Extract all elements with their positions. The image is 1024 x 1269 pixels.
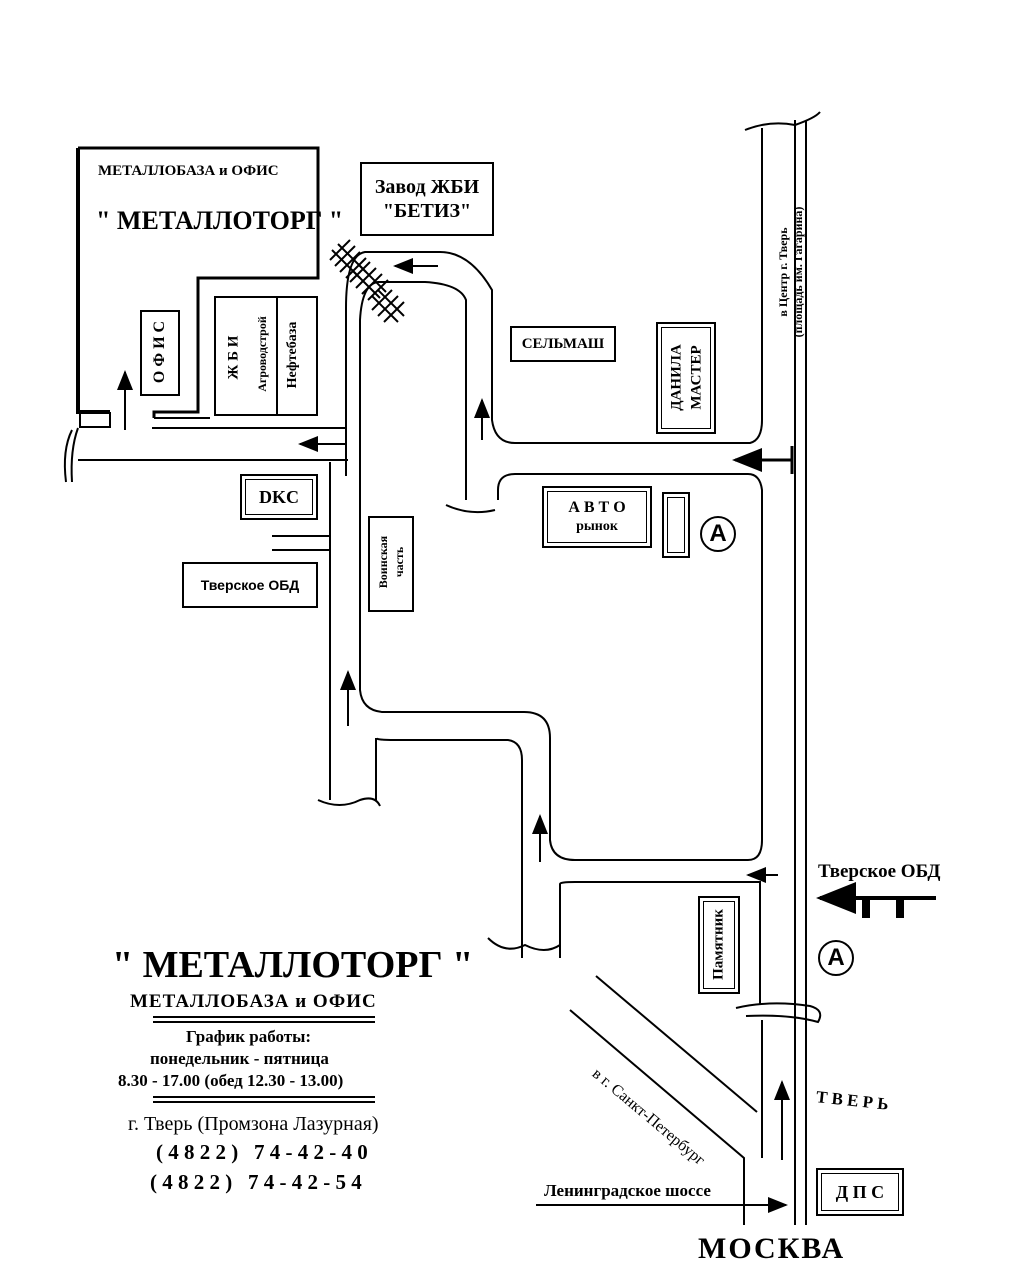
schedule-days: понедельник - пятница	[150, 1049, 329, 1068]
dps-label: Д П С	[835, 1182, 885, 1202]
ofis-box	[140, 310, 180, 396]
neftebaza-label: Нефтебаза	[285, 321, 300, 389]
zavod-label: Завод ЖБИ	[374, 176, 480, 198]
tverskoe-obd-right-label: Тверское ОБД	[818, 861, 941, 882]
tver-center-label: в Центр г. Тверь	[776, 227, 790, 317]
leningradskoe-label: Ленинградское шоссе	[544, 1181, 711, 1200]
metallobaza-title: МЕТАЛЛОБАЗА и ОФИС	[98, 163, 279, 179]
chast-label: часть	[392, 546, 406, 578]
tverskoe-obd-left-box: Тверское ОБД	[182, 562, 318, 608]
selmash-label: СЕЛЬМАШ	[521, 335, 605, 352]
tverskoe-obd-left-label: Тверское ОБД	[200, 577, 300, 593]
ofis-label: О Ф И С	[151, 320, 168, 384]
phone-1: ( 4 8 2 2 ) 7 4 - 4 2 - 4 0	[156, 1140, 368, 1164]
zavod-box: Завод ЖБИ "БЕТИЗ"	[360, 162, 494, 236]
gate-left	[79, 412, 111, 428]
pamyatnik-label: Памятник	[710, 909, 727, 980]
master-label: МАСТЕР	[688, 345, 705, 410]
dkc-box: DKC	[240, 474, 318, 520]
avtorynok-box: А В Т О рынок	[542, 486, 652, 548]
agrovodstroy-label: Агроводстрой	[255, 316, 269, 392]
dps-box: Д П С	[816, 1168, 904, 1216]
voinskaya-label: Воинская	[376, 535, 390, 589]
avto-label: А В Т О	[568, 499, 626, 516]
rynok-label: рынок	[576, 519, 618, 534]
kiosk-box	[662, 492, 690, 558]
betiz-label: "БЕТИЗ"	[382, 200, 472, 222]
metallotorg-title: " МЕТАЛЛОТОРГ "	[96, 206, 344, 235]
schedule-hours: 8.30 - 17.00 (обед 12.30 - 13.00)	[118, 1071, 344, 1090]
schedule-title: График работы:	[186, 1027, 312, 1046]
legend-subtitle: МЕТАЛЛОБАЗА и ОФИС	[130, 991, 377, 1012]
danila-box	[656, 322, 716, 434]
gagarin-square-label: (площадь им. Гагарина)	[791, 206, 805, 338]
address: г. Тверь (Промзона Лазурная)	[128, 1113, 379, 1135]
moskva-label: МОСКВА	[698, 1232, 846, 1265]
bus-stop-icon: A	[700, 516, 736, 552]
zhbi-box	[214, 296, 318, 416]
danila-label: ДАНИЛА	[668, 344, 685, 411]
dkc-label: DKC	[259, 487, 299, 507]
legend-title: " МЕТАЛЛОТОРГ "	[112, 944, 474, 986]
zhbi-label: Ж Б И	[225, 335, 242, 380]
phone-2: ( 4 8 2 2 ) 7 4 - 4 2 - 5 4	[150, 1170, 362, 1194]
pamyatnik-box	[698, 896, 740, 994]
metallobaza-outline	[78, 146, 320, 418]
bus-stop-icon: A	[818, 940, 854, 976]
selmash-box: СЕЛЬМАШ	[510, 326, 616, 362]
voinskaya-box	[368, 516, 414, 612]
